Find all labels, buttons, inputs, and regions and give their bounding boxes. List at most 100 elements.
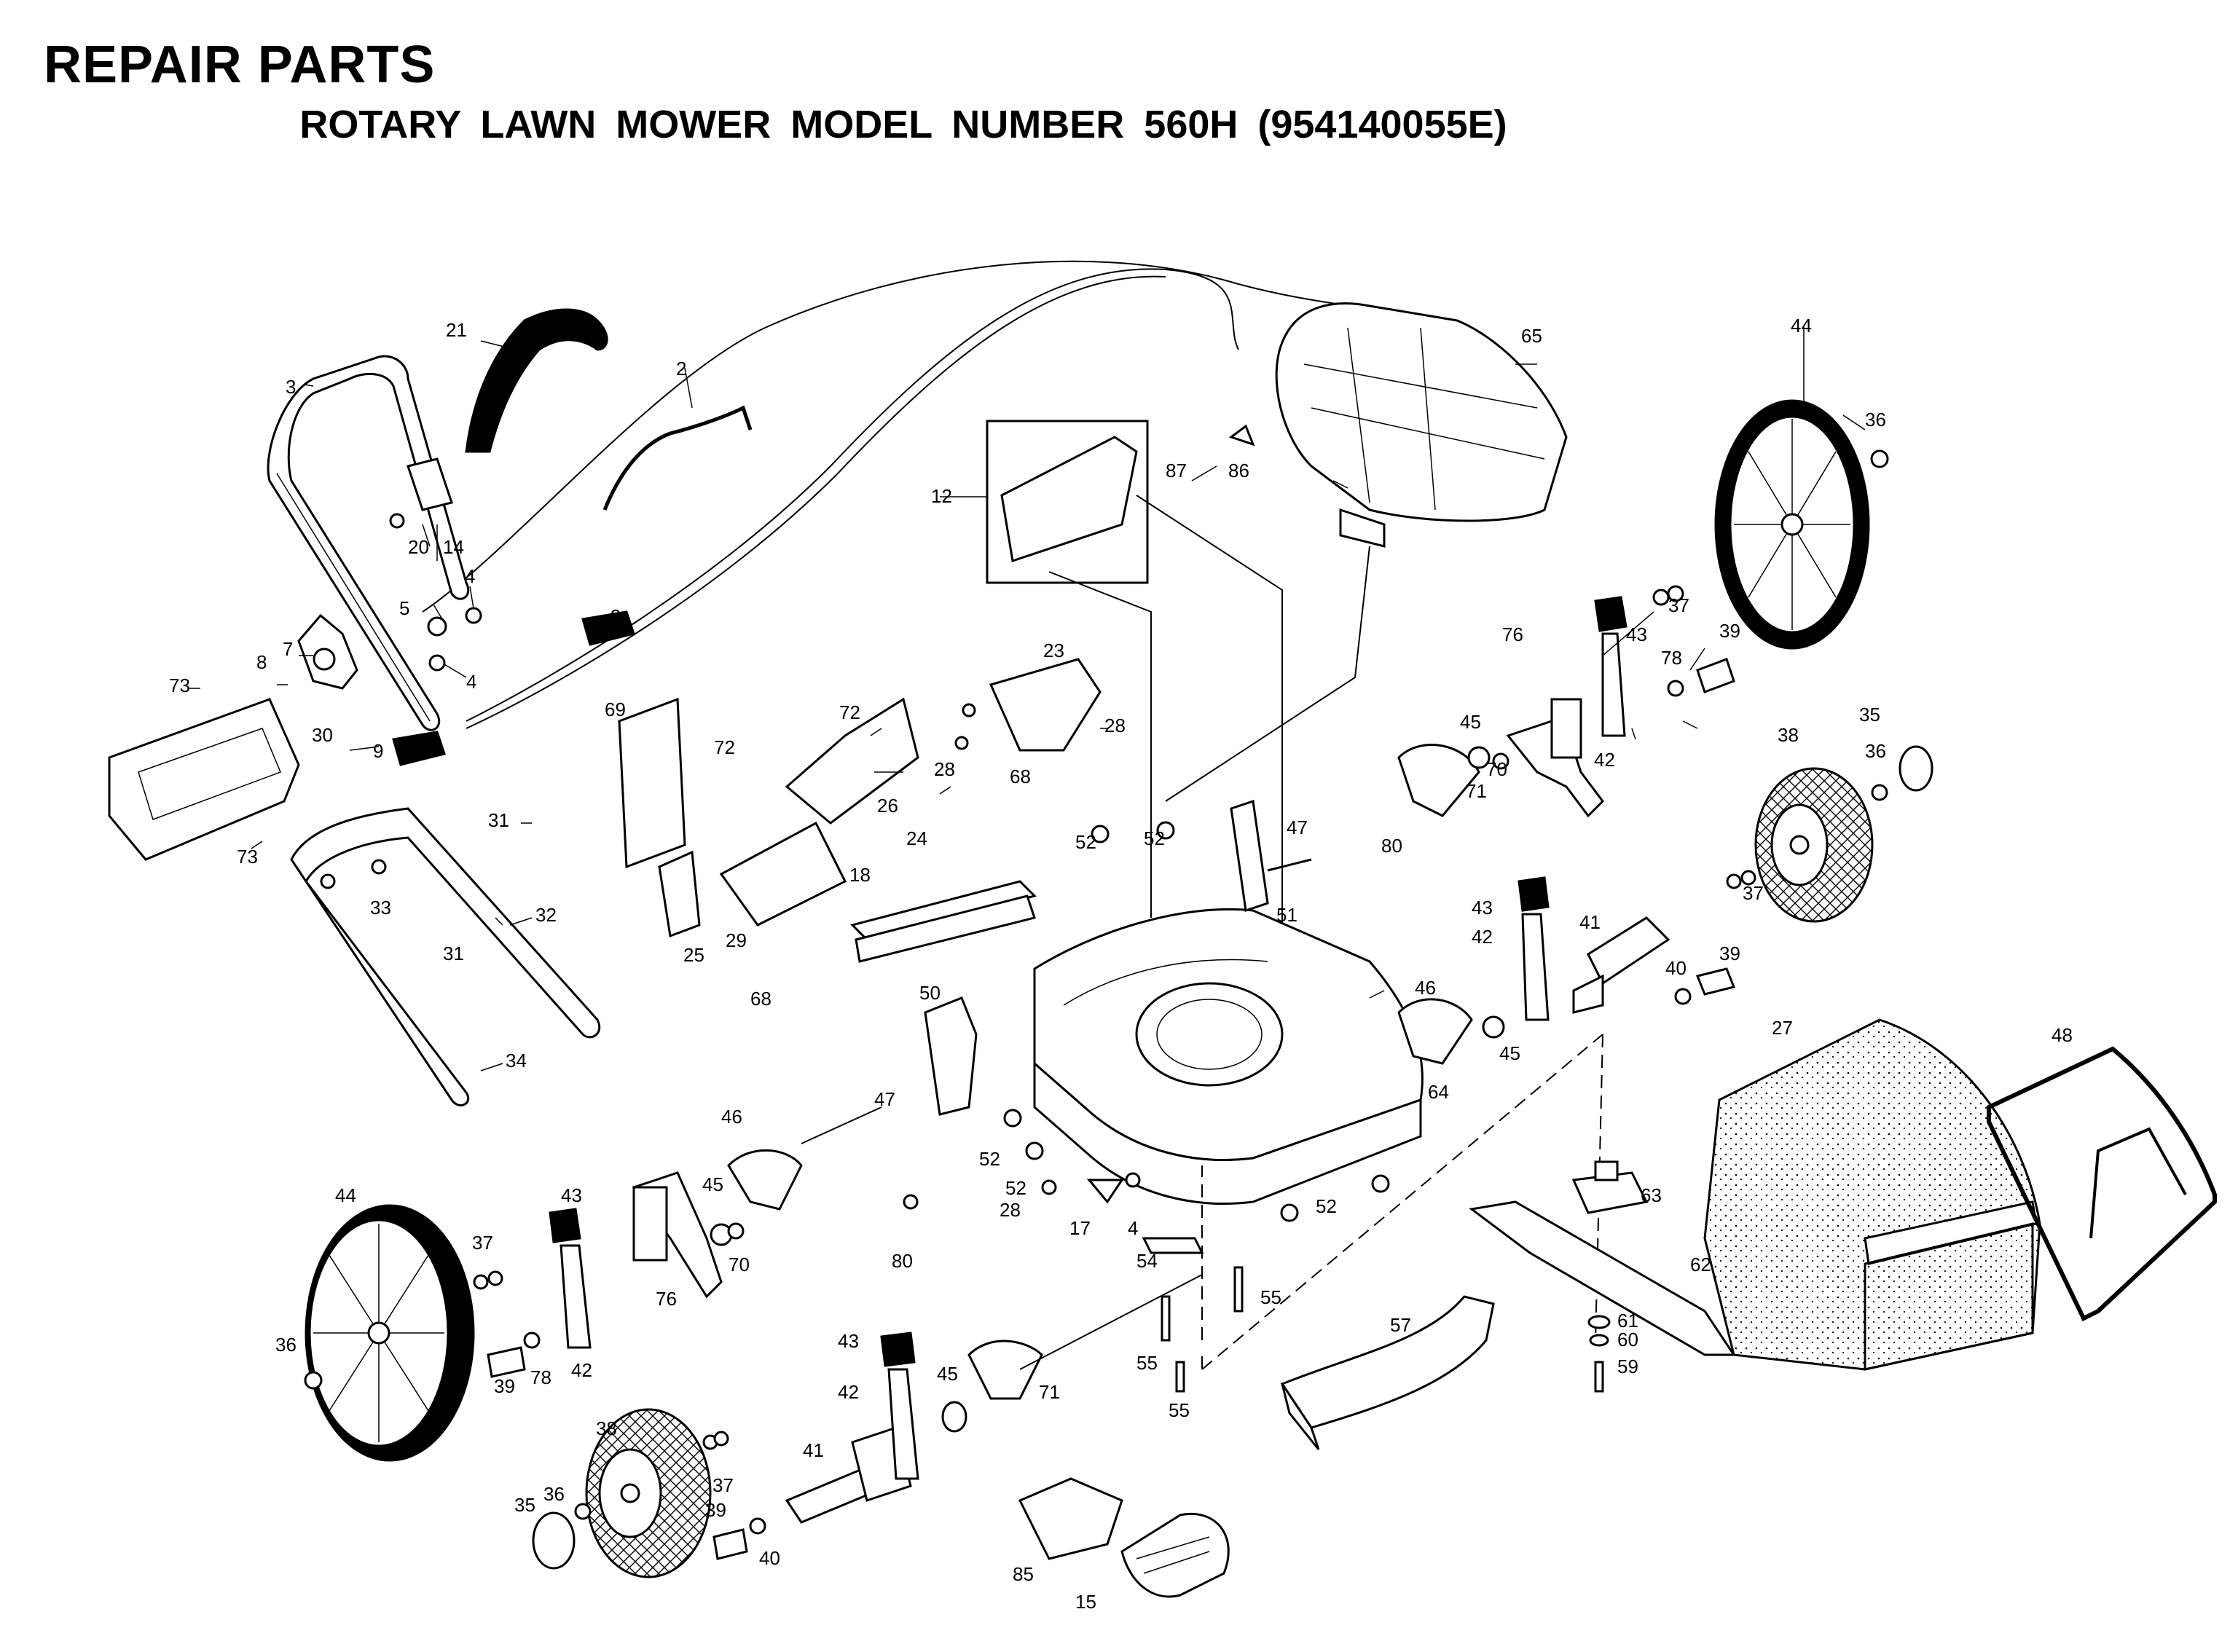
callout-50: 50 (919, 982, 941, 1004)
callout-2: 2 (676, 358, 686, 379)
front-wheel-left (585, 1408, 712, 1578)
callout-60: 60 (1617, 1329, 1638, 1350)
callout-61: 61 (1617, 1310, 1638, 1332)
callout-55a: 55 (1260, 1286, 1281, 1308)
callout-68a: 68 (1010, 766, 1031, 787)
callout-27: 27 (1772, 1017, 1793, 1039)
front-wheel-right (1754, 767, 1874, 923)
height-lever-left-front (880, 1332, 916, 1367)
callout-32: 32 (535, 904, 557, 926)
callout-43b: 43 (1472, 897, 1493, 919)
callout-44a: 44 (1791, 315, 1812, 337)
front-axle-right (1587, 916, 1670, 986)
mulch-plug (1018, 1477, 1123, 1560)
callout-37c: 37 (472, 1232, 493, 1254)
callout-47b: 47 (874, 1088, 895, 1110)
callout-38b: 38 (596, 1417, 617, 1439)
blade (1469, 1200, 1736, 1356)
callout-4b: 4 (466, 671, 476, 693)
callout-36d: 36 (543, 1483, 565, 1505)
callout-73b: 73 (237, 846, 258, 868)
chute-door (618, 697, 686, 869)
callout-29: 29 (726, 929, 747, 951)
bail-rod (602, 405, 753, 511)
callout-62: 62 (1690, 1254, 1711, 1275)
callout-8: 8 (256, 651, 267, 673)
callout-12: 12 (931, 485, 952, 507)
callout-36c: 36 (275, 1334, 297, 1356)
callout-87: 87 (1166, 460, 1187, 481)
callout-71a: 71 (1466, 780, 1487, 802)
height-lever-right-front (1517, 876, 1550, 912)
baffle (1280, 1295, 1495, 1429)
callout-38a: 38 (1778, 724, 1799, 746)
callout-72b: 72 (714, 736, 735, 758)
callout-54: 54 (1136, 1250, 1158, 1272)
callout-14: 14 (443, 536, 464, 558)
height-lever-right-rear (1594, 596, 1628, 632)
hub-cap-left (532, 1511, 576, 1570)
callout-33: 33 (370, 897, 391, 919)
handle-knob-lower (392, 731, 446, 766)
callout-37b: 37 (1743, 882, 1764, 904)
callout-39b: 39 (1719, 943, 1740, 964)
rear-bracket (658, 850, 701, 938)
callout-39a: 39 (1719, 620, 1740, 642)
adjuster-plate-left-front (967, 1340, 1043, 1400)
callout-42a: 42 (1594, 749, 1615, 771)
hub-cap-right (1899, 745, 1933, 792)
callout-71b: 71 (1039, 1381, 1060, 1403)
callout-78b: 78 (530, 1366, 551, 1388)
callout-52c: 52 (979, 1148, 1000, 1170)
callout-52e: 52 (1316, 1195, 1337, 1217)
callout-21: 21 (446, 319, 467, 341)
callout-43a: 43 (1626, 624, 1647, 645)
rear-flap (850, 880, 1037, 941)
callout-76b: 76 (656, 1288, 677, 1310)
callout-46a: 46 (1415, 977, 1436, 999)
height-lever-left-rear (549, 1208, 581, 1243)
callout-labels: 3 21 2 20 14 5 4 4 9 7 8 73 30 9 73 31 3… (169, 315, 2073, 1613)
callout-39d: 39 (705, 1499, 726, 1521)
callout-37a: 37 (1668, 594, 1689, 616)
callout-45b: 45 (1499, 1042, 1520, 1064)
deflector (989, 658, 1102, 752)
callout-25: 25 (683, 944, 704, 966)
callout-9b: 9 (373, 740, 383, 762)
callout-24: 24 (906, 827, 927, 849)
callout-59: 59 (1617, 1356, 1638, 1377)
bag-frame (1987, 1046, 2217, 1322)
callout-70a: 70 (1486, 758, 1507, 780)
callout-15: 15 (1075, 1591, 1096, 1613)
callout-52d: 52 (1005, 1177, 1026, 1199)
callout-72a: 72 (839, 701, 860, 723)
callout-70b: 70 (729, 1254, 750, 1275)
adjuster-plate-left-rear (727, 1149, 803, 1211)
rear-wheel-left (305, 1204, 475, 1462)
callout-43d: 43 (838, 1330, 859, 1352)
callout-40a: 40 (1665, 957, 1687, 979)
callout-41a: 41 (1579, 911, 1601, 933)
upper-handle (267, 355, 469, 731)
lower-handle (290, 807, 600, 1106)
callout-39c: 39 (494, 1375, 515, 1397)
callout-55b: 55 (1136, 1352, 1158, 1374)
rear-wheel-right (1714, 399, 1870, 650)
callout-48: 48 (2052, 1024, 2073, 1046)
callout-52b: 52 (1144, 827, 1165, 849)
callout-45d: 45 (937, 1363, 958, 1385)
callout-30: 30 (312, 724, 333, 746)
callout-18: 18 (849, 864, 871, 886)
callout-65: 65 (1521, 325, 1542, 347)
callout-45a: 45 (1460, 711, 1481, 733)
callout-37d: 37 (712, 1474, 734, 1496)
callout-17: 17 (1069, 1217, 1091, 1239)
callout-4c: 4 (1128, 1217, 1138, 1239)
page-title: REPAIR PARTS (44, 36, 436, 94)
callout-20: 20 (408, 536, 429, 558)
callout-86: 86 (1228, 460, 1249, 481)
callout-44b: 44 (335, 1184, 356, 1206)
handle-cover (108, 698, 300, 861)
callout-31a: 31 (488, 809, 509, 831)
callout-34: 34 (506, 1050, 527, 1071)
